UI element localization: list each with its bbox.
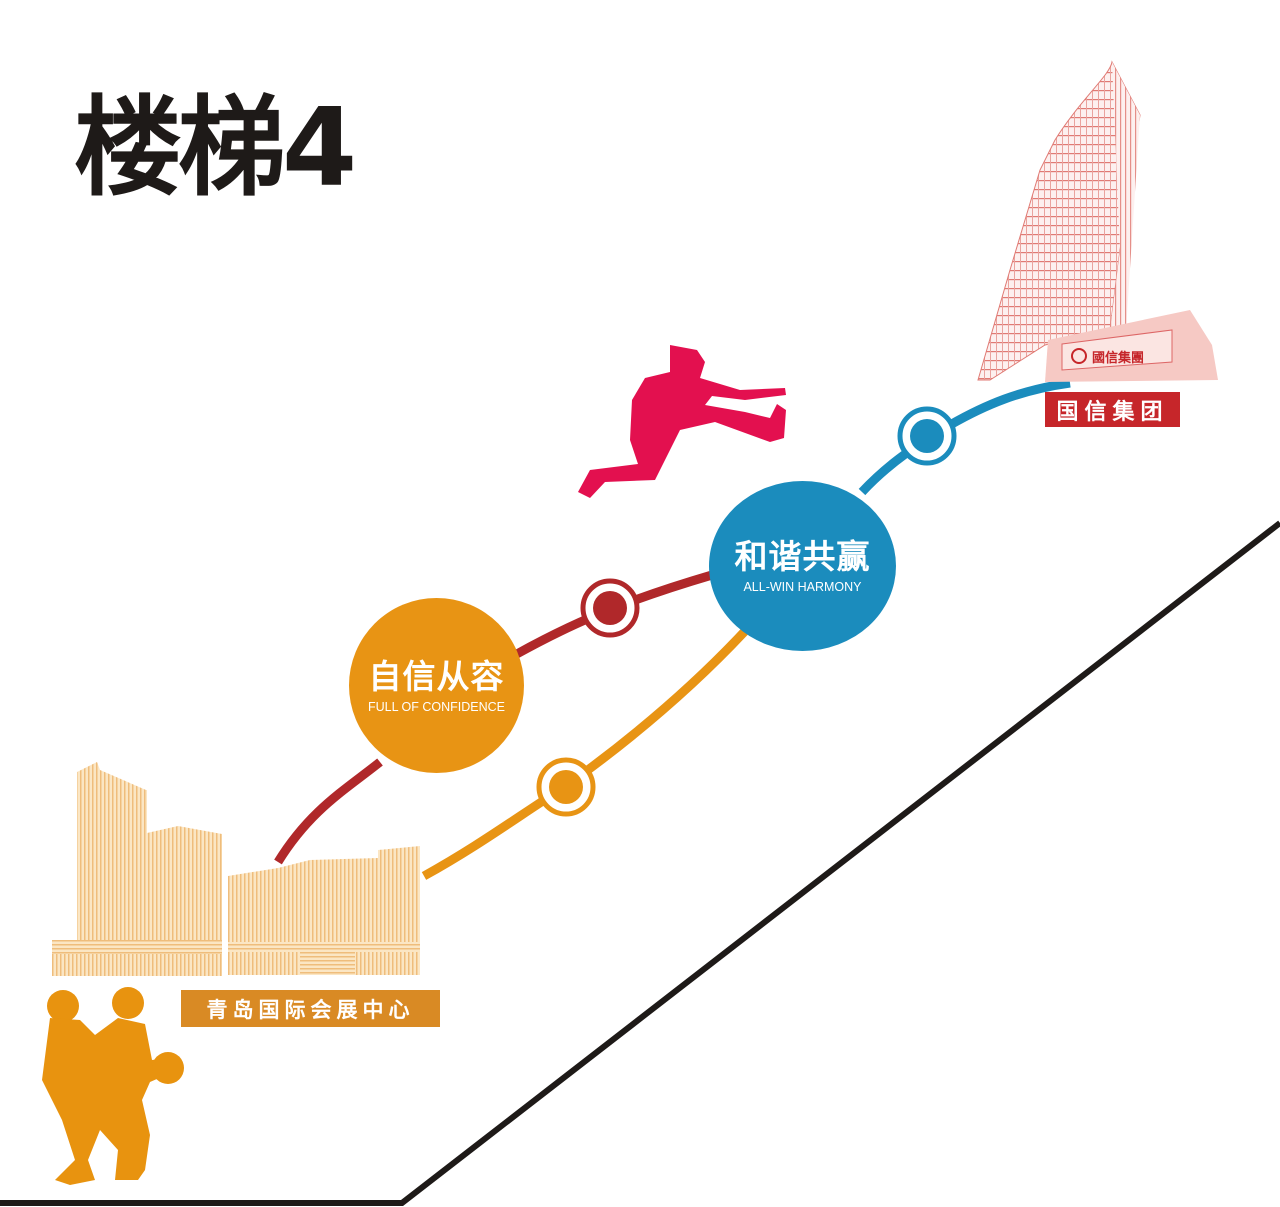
expo-center-buildings-icon bbox=[52, 762, 420, 976]
milestone-title: 自信从容 bbox=[368, 656, 505, 696]
end-label-guoxin: 国信集团 bbox=[1045, 392, 1180, 427]
milestone-title: 和谐共赢 bbox=[734, 537, 871, 576]
hurdler-silhouette-icon bbox=[578, 345, 786, 498]
milestone-subtitle: ALL-WIN HARMONY bbox=[743, 580, 862, 594]
path-red bbox=[274, 758, 383, 865]
milestone-confidence: 自信从容 FULL OF CONFIDENCE bbox=[349, 598, 524, 773]
node-orange bbox=[536, 757, 596, 817]
path-blue bbox=[858, 378, 1071, 496]
basketball-players-silhouette-icon bbox=[42, 987, 184, 1185]
start-label-expo: 青岛国际会展中心 bbox=[181, 990, 440, 1027]
stair-ground-line bbox=[0, 520, 1280, 1206]
node-blue bbox=[897, 406, 957, 466]
tower-sign-text: 國信集團 bbox=[1092, 350, 1144, 366]
guoxin-tower-icon: 國信集團 bbox=[977, 60, 1218, 382]
page-title: 楼梯4 bbox=[74, 86, 357, 211]
milestone-harmony: 和谐共赢 ALL-WIN HARMONY bbox=[709, 481, 896, 651]
node-red bbox=[580, 578, 640, 638]
milestone-subtitle: FULL OF CONFIDENCE bbox=[367, 699, 506, 714]
